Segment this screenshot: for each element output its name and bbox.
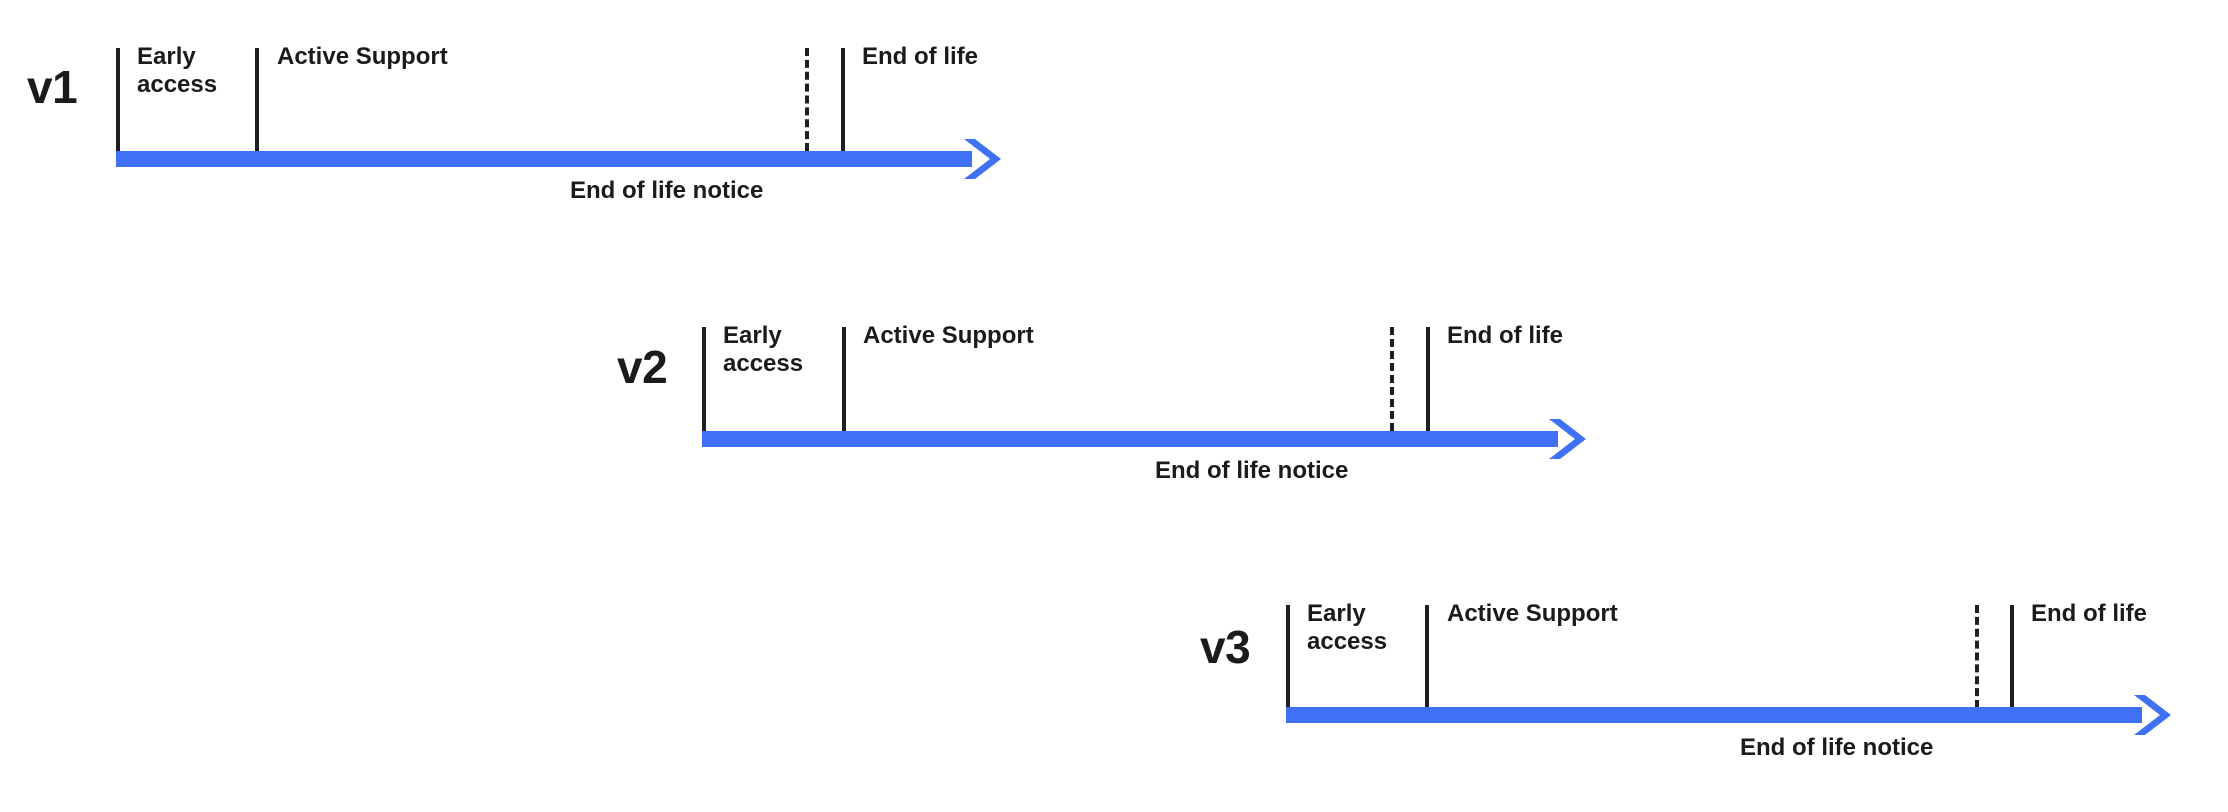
lifeline-bar-v3 (1286, 707, 2142, 723)
phase-divider-end-of-life-v3 (2010, 605, 2014, 708)
phase-label-end-of-life-v2: End of life (1447, 322, 1563, 349)
phase-divider-end-of-life-v1 (841, 48, 845, 151)
phase-divider-active-support-v2 (842, 327, 846, 431)
phase-divider-start-v3 (1286, 605, 1290, 708)
phase-label-active-support-v2: Active Support (863, 322, 1034, 349)
phase-label-active-support-v1: Active Support (277, 43, 448, 70)
phase-divider-active-support-v1 (255, 48, 259, 151)
phase-divider-start-v1 (116, 48, 120, 151)
version-label-v2: v2 (617, 341, 668, 393)
end-of-life-notice-caption-v3: End of life notice (1740, 734, 1934, 761)
phase-divider-active-support-v3 (1425, 605, 1429, 708)
phase-divider-start-v2 (702, 327, 706, 431)
phase-label-early-access-v2: Early access (723, 322, 804, 377)
phase-divider-end-of-life-v2 (1426, 327, 1430, 431)
end-of-life-notice-marker-v3 (1975, 605, 1979, 708)
version-label-v3: v3 (1200, 621, 1251, 673)
end-of-life-notice-caption-v1: End of life notice (570, 177, 764, 204)
phase-label-end-of-life-v3: End of life (2031, 600, 2147, 627)
timeline-row-v1: v1 Early access Active Support End of li… (0, 0, 2228, 230)
lifeline-arrow-icon-v3 (2134, 695, 2171, 735)
lifeline-bar-v1 (116, 151, 972, 167)
end-of-life-notice-marker-v2 (1390, 327, 1394, 431)
phase-label-active-support-v3: Active Support (1447, 600, 1618, 627)
end-of-life-notice-marker-v1 (805, 48, 809, 151)
lifeline-arrow-icon-v2 (1549, 419, 1586, 459)
version-label-v1: v1 (27, 61, 78, 113)
lifeline-arrow-icon-v1 (964, 139, 1001, 179)
lifeline-bar-v2 (702, 431, 1558, 447)
timeline-row-v3: v3 Early access Active Support End of li… (0, 0, 2228, 760)
phase-label-end-of-life-v1: End of life (862, 43, 978, 70)
timeline-row-v2: v2 Early access Active Support End of li… (0, 0, 2228, 483)
end-of-life-notice-caption-v2: End of life notice (1155, 457, 1349, 484)
phase-label-early-access-v3: Early access (1307, 600, 1388, 655)
phase-label-early-access-v1: Early access (137, 43, 218, 98)
